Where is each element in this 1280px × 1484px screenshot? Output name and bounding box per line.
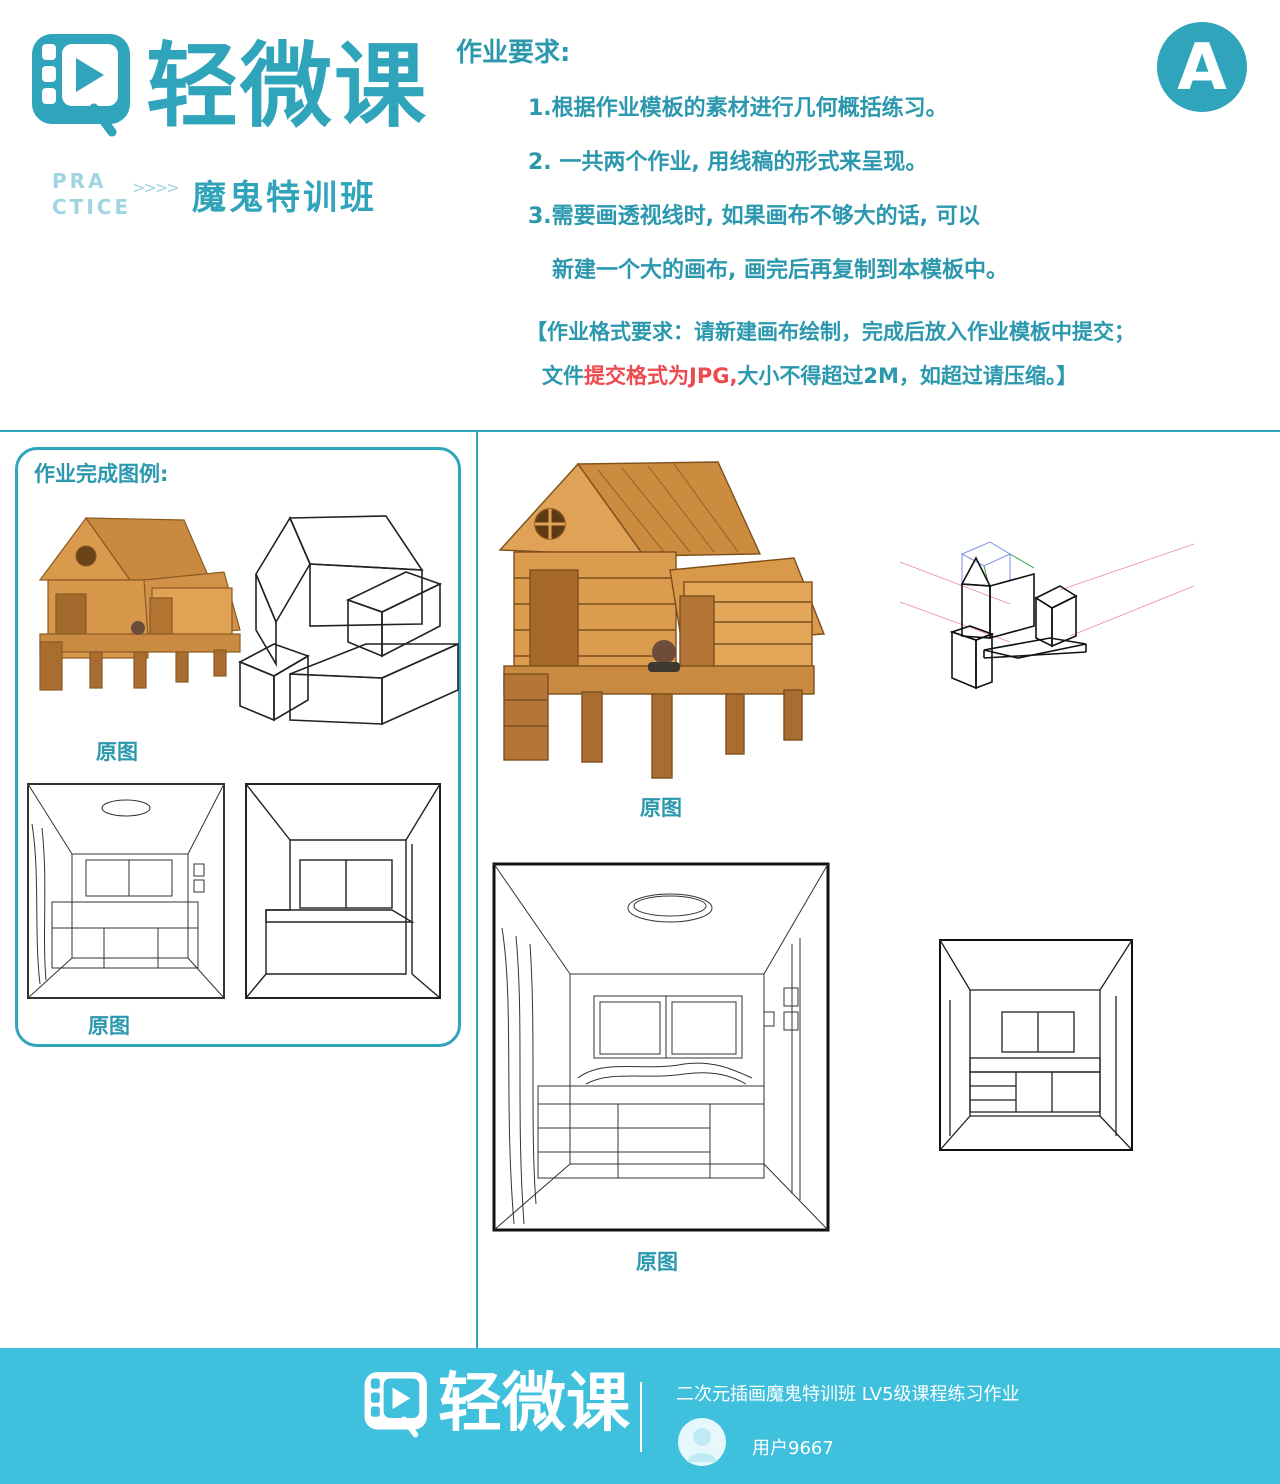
requirement-item-2: 2. 一共两个作业, 用线稿的形式来呈现。 (528, 150, 928, 175)
practice-line2: CTICE (52, 195, 132, 219)
format-text-b: 大小不得超过2M，如超过请压缩。】 (737, 364, 1078, 388)
example-house-lineart (238, 515, 459, 726)
example-room-photo (27, 783, 225, 999)
house-reference-caption: 原图 (640, 796, 682, 820)
format-requirement-line1: 【作业格式要求：请新建画布绘制，完成后放入作业模板中提交； (526, 320, 1135, 344)
requirement-item-4: 新建一个大的画布, 画完后再复制到本模板中。 (552, 258, 1009, 283)
practice-label: PRA CTICE (52, 168, 131, 220)
footer-username: 用户9667 (752, 1438, 834, 1459)
brand-logo: 轻微课 PRA CTICE >>>> 魔鬼特训班 (28, 22, 448, 219)
room-perspective-sketch (939, 939, 1133, 1151)
class-name: 魔鬼特训班 (192, 178, 377, 218)
user-avatar-icon (678, 1418, 726, 1466)
level-badge: A (1157, 22, 1247, 112)
requirement-item-3: 3.需要画透视线时, 如果画布不够大的话, 可以 (528, 204, 980, 229)
footer-logo-text: 轻微课 (438, 1367, 630, 1441)
logo-text: 轻微课 (146, 33, 429, 140)
example-panel (15, 447, 461, 1047)
footer-separator (640, 1382, 642, 1452)
example-house-caption: 原图 (96, 740, 138, 764)
section-divider-vertical (476, 432, 478, 1348)
requirement-item-1: 1.根据作业模板的素材进行几何概括练习。 (528, 96, 948, 121)
arrows-icon: >>>> (132, 178, 180, 197)
example-house-photo (38, 516, 241, 691)
practice-line1: PRA (52, 169, 107, 193)
requirements-title: 作业要求: (456, 38, 571, 68)
section-divider-horizontal (0, 430, 1280, 432)
room-reference-image (492, 862, 830, 1232)
house-reference-photo (498, 461, 826, 779)
format-text-a: 文件 (542, 364, 584, 388)
house-perspective-sketch (899, 541, 1195, 690)
example-room-caption: 原图 (88, 1014, 130, 1038)
example-title: 作业完成图例: (34, 462, 169, 486)
play-logo-icon (32, 34, 130, 137)
format-requirement-line2: 文件提交格式为JPG,大小不得超过2M，如超过请压缩。】 (542, 360, 1077, 390)
example-room-lineart (245, 783, 441, 999)
footer-course-title: 二次元插画魔鬼特训班 LV5级课程练习作业 (676, 1384, 1020, 1405)
footer-logo-icon (364, 1372, 427, 1438)
room-reference-caption: 原图 (636, 1250, 678, 1274)
format-text-highlight: 提交格式为JPG, (584, 364, 738, 388)
